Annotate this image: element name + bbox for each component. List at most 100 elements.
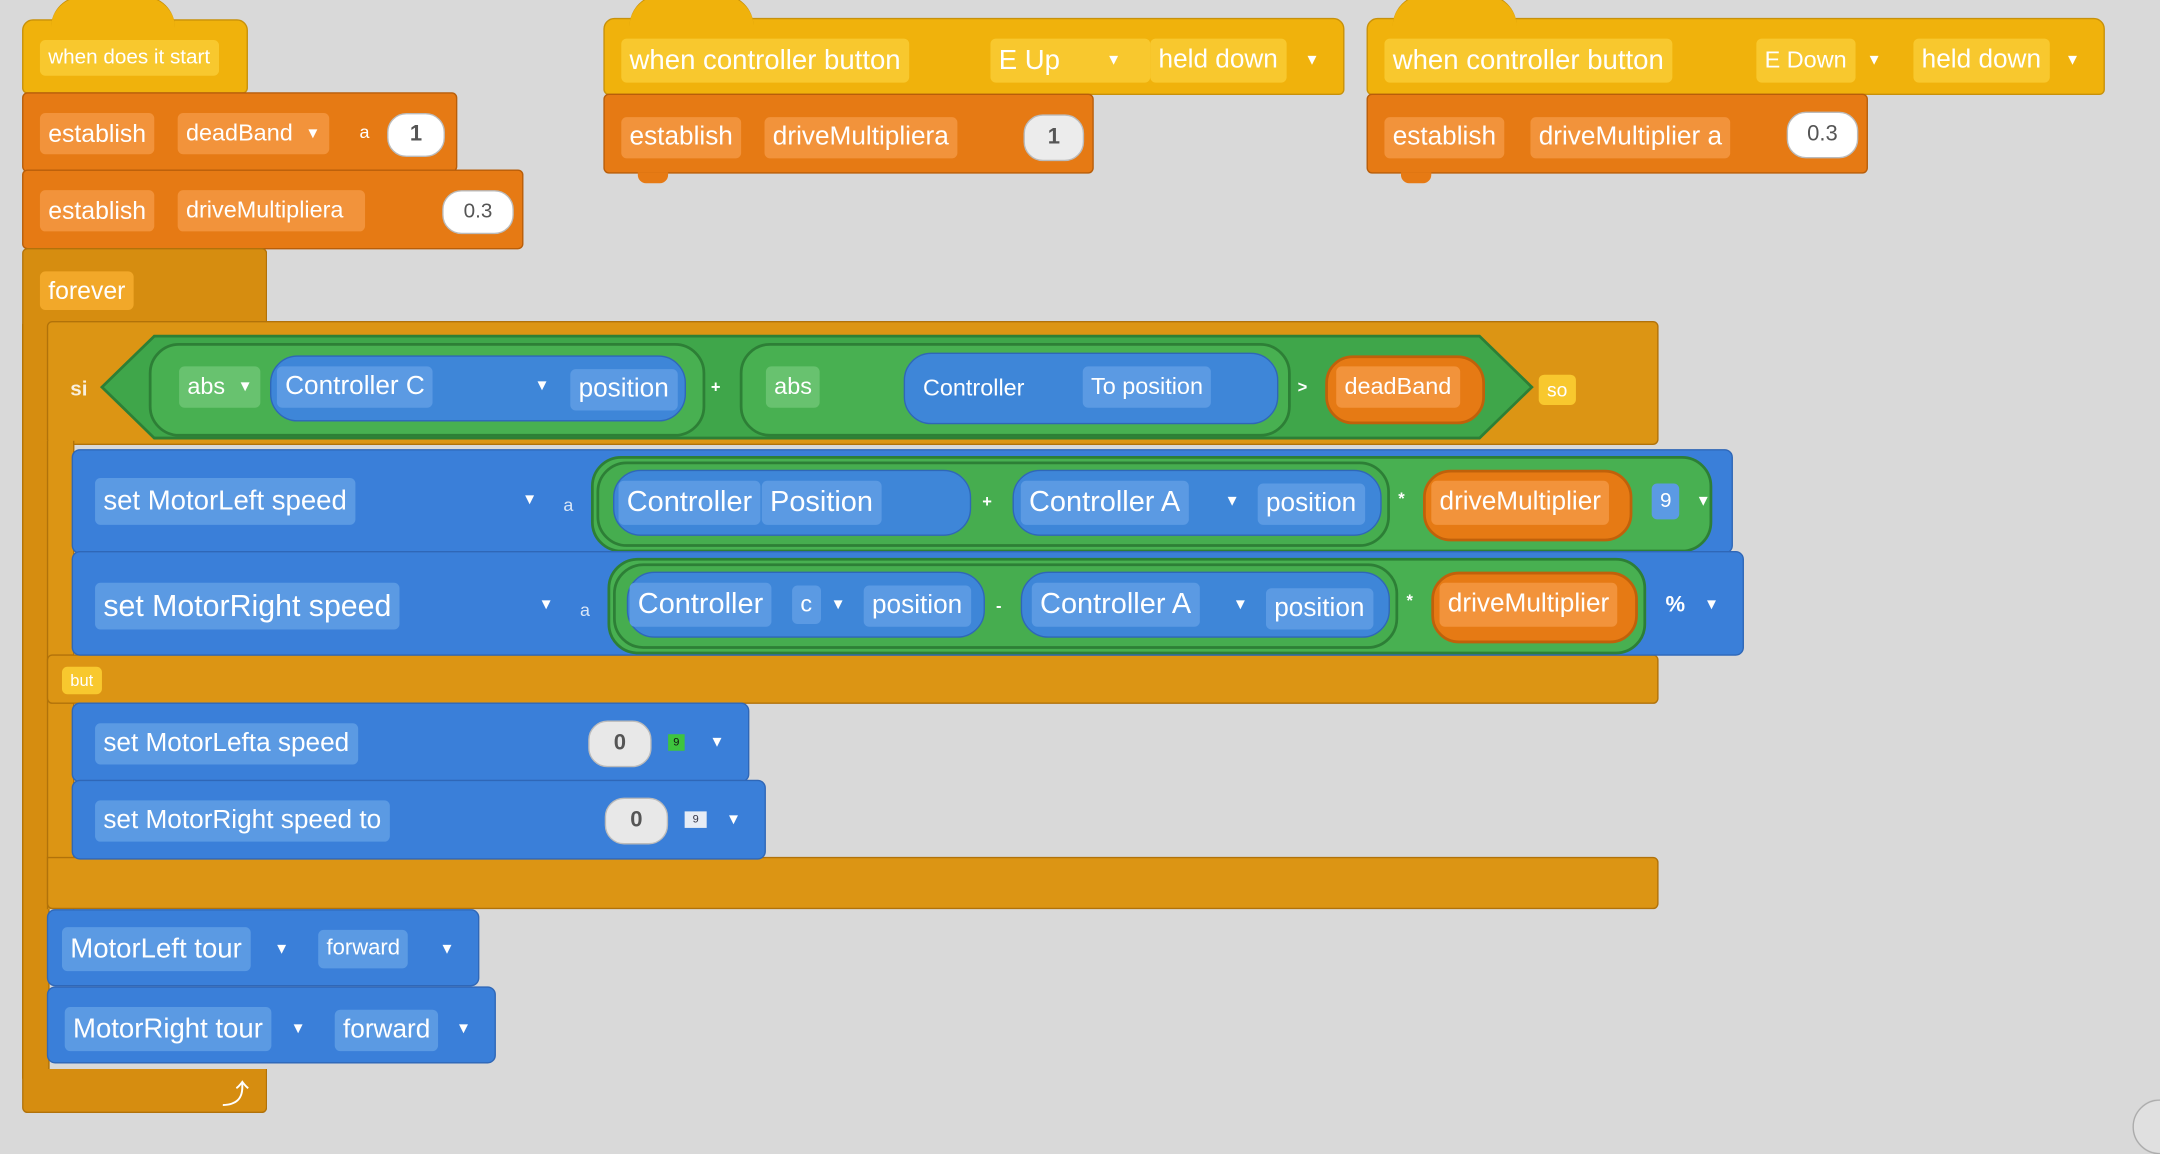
variable-dropdown[interactable]: deadBand ▼ <box>177 112 329 155</box>
position-label: position <box>570 369 678 411</box>
set-motorright-speed-block[interactable]: set MotorRight speed ▼ a Controller c ▼ … <box>71 551 1744 656</box>
when-edown-button-hat-block[interactable]: when controller button E Down ▼ held dow… <box>1366 0 2105 96</box>
else-label: but <box>61 666 102 695</box>
value-input[interactable]: 1 <box>1023 114 1085 162</box>
else-divider: but <box>46 654 1659 704</box>
motorleft-tour-block[interactable]: MotorLeft tour ▼ forward ▼ <box>46 909 480 987</box>
chevron-down-icon[interactable]: ▼ <box>725 811 741 828</box>
forever-block-top[interactable]: forever <box>22 247 268 326</box>
value-input[interactable]: 1 <box>387 112 445 158</box>
position-label: position <box>1265 588 1373 630</box>
set-motorleft-speed-block[interactable]: set MotorLeft speed ▼ a Controller Posit… <box>71 449 1733 554</box>
chevron-down-icon: ▼ <box>534 377 550 394</box>
chevron-down-icon[interactable]: ▼ <box>439 940 455 958</box>
position-label: position <box>863 585 971 627</box>
block-label: set MotorRight speed to <box>95 800 390 842</box>
action-dropdown[interactable]: held down <box>1150 38 1287 83</box>
variable-name: driveMultiplier <box>1439 582 1618 627</box>
speed-input[interactable]: 0 <box>588 720 652 768</box>
chevron-down-icon[interactable]: ▼ <box>455 1020 471 1038</box>
chevron-down-icon: ▼ <box>305 125 321 142</box>
if-label: si <box>70 377 88 401</box>
block-label: set MotorLefta speed <box>95 723 358 765</box>
variable-name: deadBand <box>1336 366 1460 408</box>
set-motorright-speed-to-block[interactable]: set MotorRight speed to 0 9 ▼ <box>71 779 766 860</box>
motorright-tour-block[interactable]: MotorRight tour ▼ forward ▼ <box>46 986 496 1064</box>
controller-name: Controller C <box>276 366 434 408</box>
variable-name[interactable]: driveMultipliera <box>764 117 958 159</box>
chevron-down-icon[interactable]: ▼ <box>1695 493 1711 510</box>
establish-label: establish <box>39 190 155 232</box>
forever-block-arm <box>22 323 50 1079</box>
variable-name[interactable]: driveMultiplier a <box>1530 117 1731 159</box>
controller-name: Controller <box>922 374 1025 401</box>
variable-name: driveMultiplier <box>1431 480 1610 525</box>
hat-label: when does it start <box>39 39 219 76</box>
abs-label: abs <box>765 366 821 408</box>
chevron-down-icon[interactable]: ▼ <box>538 596 554 614</box>
unit-dropdown[interactable]: 9 <box>668 734 685 751</box>
value-input[interactable]: 0.3 <box>1786 111 1859 159</box>
plus-operator: + <box>982 491 992 512</box>
controller-name: Controller A <box>1031 582 1200 627</box>
block-label: MotorRight tour <box>64 1006 272 1052</box>
chevron-down-icon[interactable]: ▼ <box>290 1020 306 1038</box>
joiner-label: a <box>359 121 370 142</box>
minus-operator: - <box>995 596 1002 616</box>
direction-dropdown[interactable]: forward <box>318 929 409 969</box>
block-label: set MotorLeft speed <box>95 478 356 525</box>
chevron-down-icon[interactable]: ▼ <box>522 491 538 509</box>
controller-name: Controller A <box>1020 480 1189 525</box>
chevron-down-icon[interactable]: ▼ <box>1704 596 1720 614</box>
chevron-down-icon[interactable]: ▼ <box>1304 52 1320 69</box>
button-dropdown[interactable]: E Up <box>990 38 1151 83</box>
block-label: set MotorRight speed <box>95 582 400 630</box>
position-label: To position <box>1082 366 1212 408</box>
controller-name: Controller <box>629 582 772 627</box>
action-dropdown[interactable]: held down <box>1913 38 2050 83</box>
value-input[interactable]: 0.3 <box>442 190 514 235</box>
set-motorlefta-speed-block[interactable]: set MotorLefta speed 0 9 ▼ <box>71 702 750 783</box>
establish-label: establish <box>1384 117 1505 159</box>
speed-input[interactable]: 0 <box>604 797 669 845</box>
zoom-control[interactable] <box>2132 1099 2160 1154</box>
establish-drivemultiplier-block[interactable]: establish driveMultipliera 0.3 <box>22 169 524 250</box>
block-label: MotorLeft tour <box>61 927 251 972</box>
button-dropdown[interactable]: E Down <box>1756 38 1855 83</box>
unit-dropdown[interactable]: 9 <box>684 811 707 828</box>
position-label: Position <box>761 480 882 525</box>
joiner-label: a <box>563 494 574 516</box>
unit-dropdown[interactable]: % <box>1665 593 1686 618</box>
unit-dropdown[interactable]: 9 <box>1651 483 1680 520</box>
multiply-sign: * <box>1398 489 1405 509</box>
variable-dropdown[interactable]: driveMultipliera <box>177 190 366 232</box>
when-started-hat-block[interactable]: when does it start <box>22 0 248 94</box>
variable-name: driveMultipliera <box>185 196 344 224</box>
chevron-down-icon[interactable]: ▼ <box>2064 52 2080 69</box>
axis-dropdown[interactable]: c <box>792 585 821 625</box>
chevron-down-icon[interactable]: ▼ <box>830 596 846 614</box>
hat-label: when controller button <box>621 38 909 83</box>
multiply-sign: * <box>1406 590 1413 611</box>
chevron-down-icon[interactable]: ▼ <box>709 734 725 751</box>
variable-name: deadBand <box>185 119 293 147</box>
direction-dropdown[interactable]: forward <box>334 1009 439 1052</box>
establish-drivemultiplier-03-block[interactable]: establish driveMultiplier a 0.3 <box>1366 93 1868 184</box>
chevron-down-icon[interactable]: ▼ <box>1866 52 1882 69</box>
establish-label: establish <box>621 117 742 159</box>
abs-dropdown-1[interactable]: abs▼ <box>179 366 261 408</box>
greater-than-operator: > <box>1297 377 1308 397</box>
forever-block-bottom: ⤴ <box>22 1068 268 1114</box>
chevron-down-icon[interactable]: ▼ <box>1106 52 1122 69</box>
establish-drivemultiplier-1-block[interactable]: establish driveMultipliera 1 <box>603 93 1094 184</box>
chevron-down-icon[interactable]: ▼ <box>1224 493 1240 510</box>
establish-label: establish <box>39 112 155 155</box>
controller-name: Controller <box>618 480 761 525</box>
establish-deadband-block[interactable]: establish deadBand ▼ a 1 <box>22 92 458 182</box>
forever-label: forever <box>39 271 134 310</box>
chevron-down-icon: ▼ <box>237 378 253 396</box>
chevron-down-icon[interactable]: ▼ <box>1232 596 1248 614</box>
chevron-down-icon[interactable]: ▼ <box>274 940 290 958</box>
when-eup-button-hat-block[interactable]: when controller button E Up ▼ held down … <box>603 0 1345 96</box>
